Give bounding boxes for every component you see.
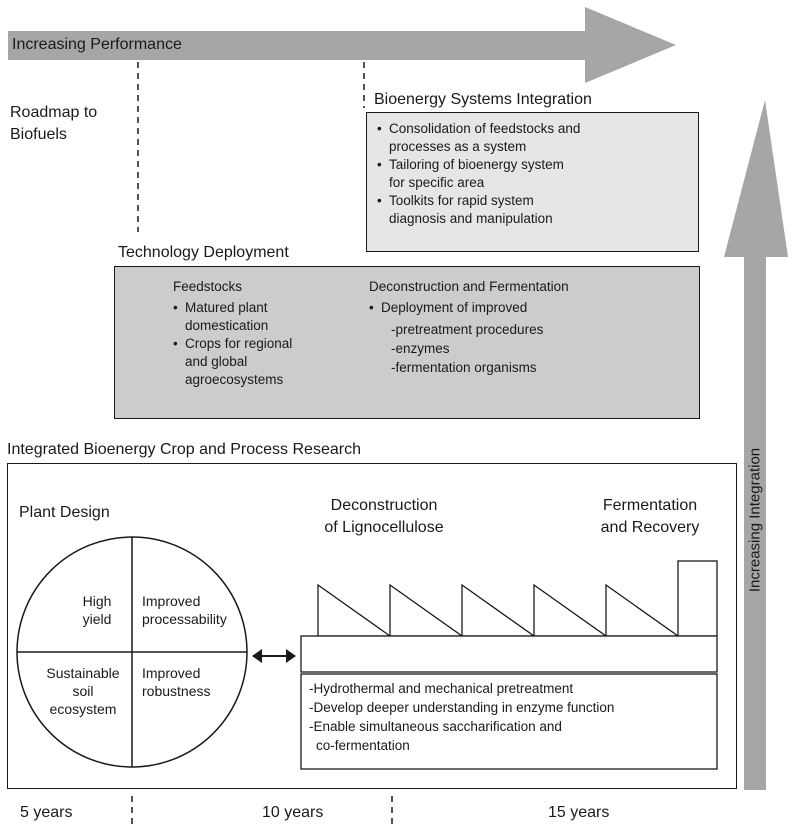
roadmap-label: Roadmap to Biofuels bbox=[10, 104, 98, 143]
timeline-15-years: 15 years bbox=[548, 804, 610, 821]
list-item: -Develop deeper understanding in enzyme … bbox=[309, 700, 615, 715]
sub-item: -fermentation organisms bbox=[391, 360, 537, 375]
crop-research-box bbox=[7, 463, 737, 789]
list-item: Consolidation of feedstocks and processe… bbox=[377, 120, 688, 156]
list-item: Deployment of improved bbox=[369, 299, 569, 317]
deconstruction-list: Deployment of improved bbox=[369, 299, 569, 317]
list-item: Toolkits for rapid system diagnosis and … bbox=[377, 192, 688, 228]
process-factory-graphic bbox=[300, 560, 718, 770]
systems-integration-title: Bioenergy Systems Integration bbox=[374, 91, 592, 108]
increasing-performance-label: Increasing Performance bbox=[12, 36, 182, 53]
increasing-performance-arrow bbox=[8, 7, 676, 83]
feedstocks-section: Feedstocks Matured plant domestication C… bbox=[173, 279, 292, 389]
quadrant-sustainable-soil: Sustainable soil ecosystem bbox=[46, 665, 120, 717]
systems-integration-box: Consolidation of feedstocks and processe… bbox=[366, 112, 699, 252]
deconstruction-fermentation-section: Deconstruction and Fermentation Deployme… bbox=[369, 279, 569, 377]
quadrant-processability: Improved processability bbox=[142, 593, 227, 627]
systems-integration-list: Consolidation of feedstocks and processe… bbox=[377, 120, 688, 228]
quadrant-high-yield: High yield bbox=[82, 593, 112, 627]
feedstocks-heading: Feedstocks bbox=[173, 279, 243, 294]
technology-deployment-box: Feedstocks Matured plant domestication C… bbox=[114, 266, 700, 419]
increasing-integration-arrow bbox=[724, 100, 788, 790]
sub-item: -enzymes bbox=[391, 341, 450, 356]
feedstocks-list: Matured plant domestication Crops for re… bbox=[173, 299, 292, 389]
double-arrow-icon bbox=[252, 649, 296, 663]
list-item: co-fermentation bbox=[316, 738, 410, 753]
crop-research-title: Integrated Bioenergy Crop and Process Re… bbox=[7, 441, 361, 458]
sub-item: -pretreatment procedures bbox=[391, 322, 544, 337]
technology-deployment-title: Technology Deployment bbox=[118, 244, 289, 261]
list-item: -Hydrothermal and mechanical pretreatmen… bbox=[309, 681, 574, 696]
list-item: Tailoring of bioenergy system for specif… bbox=[377, 156, 688, 192]
list-item: Crops for regional and global agroecosys… bbox=[173, 335, 292, 389]
timeline-10-years: 10 years bbox=[262, 804, 324, 821]
deconstruction-heading: Deconstruction and Fermentation bbox=[369, 279, 569, 294]
fermentation-recovery-label: Fermentation and Recovery bbox=[600, 497, 700, 536]
quadrant-robustness: Improved robustness bbox=[142, 665, 211, 699]
plant-design-label: Plant Design bbox=[19, 504, 110, 521]
process-research-list: -Hydrothermal and mechanical pretreatmen… bbox=[309, 679, 614, 755]
plant-design-circle bbox=[16, 536, 248, 768]
timeline-5-years: 5 years bbox=[20, 804, 73, 821]
increasing-integration-label: Increasing Integration bbox=[746, 447, 764, 593]
deconstruction-lignocellulose-label: Deconstruction of Lignocellulose bbox=[324, 497, 444, 536]
list-item: -Enable simultaneous saccharification an… bbox=[309, 719, 562, 734]
list-item: Matured plant domestication bbox=[173, 299, 292, 335]
